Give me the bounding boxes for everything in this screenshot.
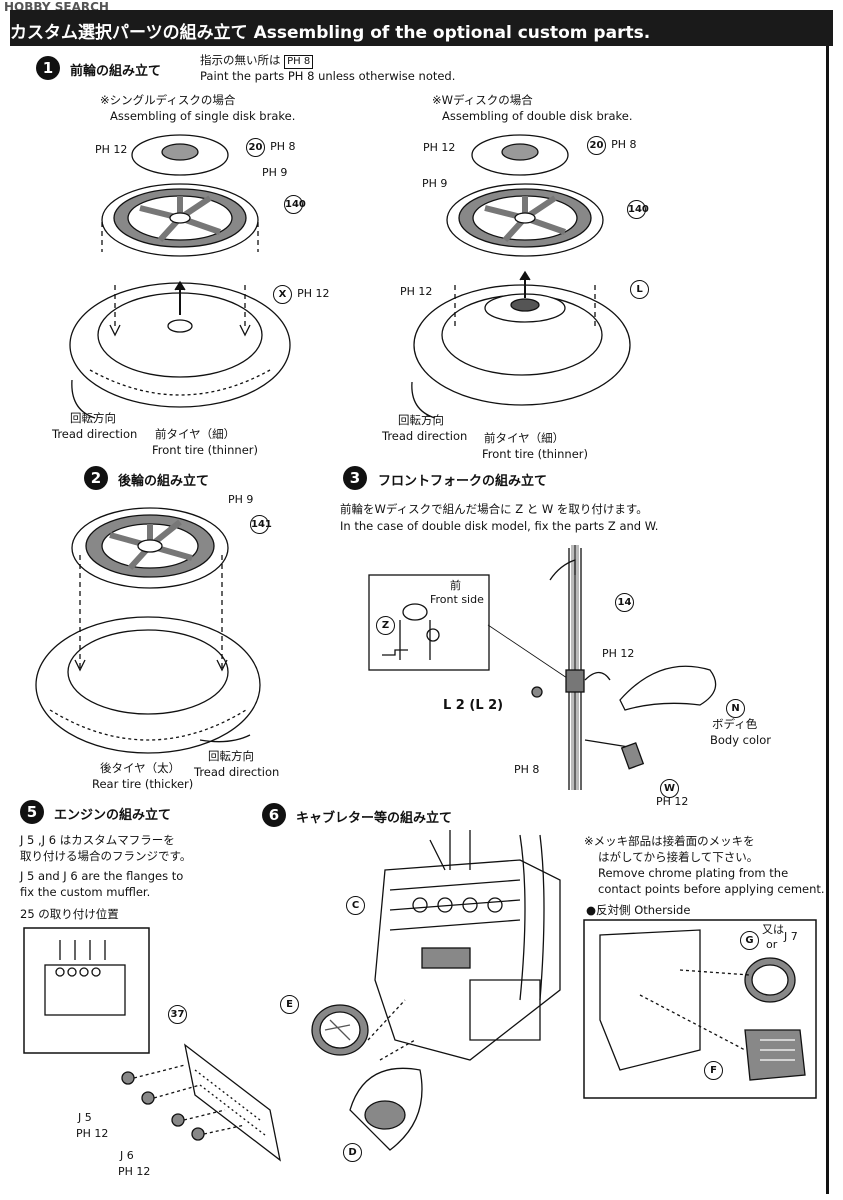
- front-side-en: Front side: [430, 593, 484, 606]
- single-tire-en: Front tire (thinner): [152, 443, 258, 457]
- step-6-note-en2: contact points before applying cement.: [598, 882, 825, 896]
- single-label-ph9: PH 9: [262, 166, 288, 179]
- fork-label-z: Z: [376, 613, 395, 635]
- fork-label-w: W: [660, 776, 679, 798]
- engine-label-e: E: [280, 992, 299, 1014]
- plate-label-37: 37: [168, 1002, 187, 1024]
- step-5-note-jp2: 取り付ける場合のフランジです。: [20, 849, 192, 863]
- front-side-jp: 前: [450, 579, 461, 592]
- step-6-note-jp1: ※メッキ部品は接着面のメッキを: [584, 834, 755, 848]
- front-fork-drawing: [368, 545, 717, 790]
- single-caption-jp: ※シングルディスクの場合: [100, 93, 236, 107]
- rear-label-141: 141: [250, 512, 272, 534]
- step-1-note-jp: 指示の無い所は PH 8: [200, 52, 314, 69]
- otherside-label: ●反対側 Otherside: [586, 903, 691, 917]
- engine-label-j7: J 7: [784, 930, 798, 943]
- step-3-note-jp: 前輪をWディスクで組んだ場合に Z と W を取り付けます。: [340, 502, 648, 516]
- muffler-flange-drawing: [23, 927, 281, 1162]
- double-tire-jp: 前タイヤ（細）: [484, 431, 565, 445]
- double-label-l: L: [630, 277, 649, 299]
- section-title: カスタム選択パーツの組み立て Assembling of the optiona…: [10, 23, 651, 43]
- flange-label-j6: J 6: [120, 1149, 134, 1162]
- engine-label-f: F: [704, 1058, 723, 1080]
- single-tire-jp: 前タイヤ（細）: [155, 427, 236, 441]
- step-6-title: キャブレター等の組み立て: [296, 811, 453, 826]
- engine-label-d: D: [343, 1140, 362, 1162]
- step-3-number: 3: [343, 466, 367, 490]
- engine-drawing: [311, 830, 817, 1151]
- single-label-140: 140: [284, 192, 306, 214]
- page-border: [826, 46, 829, 1194]
- step-2-number: 2: [84, 466, 108, 490]
- step-1-note-en: Paint the parts PH 8 unless otherwise no…: [200, 69, 456, 83]
- single-caption-en: Assembling of single disk brake.: [110, 109, 296, 123]
- single-disk-wheel-drawing: [69, 134, 291, 419]
- position-label-25: 25 の取り付け位置: [20, 907, 119, 921]
- rear-tread-jp: 回転方向: [208, 749, 254, 763]
- single-label-x: X PH 12: [273, 282, 330, 304]
- double-caption-en: Assembling of double disk brake.: [442, 109, 633, 123]
- fork-label-14: 14: [615, 590, 634, 612]
- rear-tire-jp: 後タイヤ（太）: [100, 761, 181, 775]
- step-5-note-en2: fix the custom muffler.: [20, 885, 151, 899]
- flange-label-j5: J 5: [78, 1111, 92, 1124]
- double-label-20: 20 PH 8: [587, 133, 637, 155]
- step-6-number: 6: [262, 803, 286, 827]
- step-6-note-en1: Remove chrome plating from the: [598, 866, 789, 880]
- step-5-note-en1: J 5 and J 6 are the flanges to: [20, 869, 184, 883]
- double-label-ph12b: PH 12: [400, 285, 433, 298]
- single-tread-en: Tread direction: [52, 427, 138, 441]
- double-tread-jp: 回転方向: [398, 413, 444, 427]
- fork-label-ph8: PH 8: [514, 763, 540, 776]
- step-6-note-jp2: はがしてから接着して下さい。: [598, 850, 759, 864]
- engine-label-g: G: [740, 928, 759, 950]
- flange-label-j6-ph: PH 12: [118, 1165, 151, 1178]
- step-1-number: 1: [36, 56, 60, 80]
- fork-label-ph12: PH 12: [602, 647, 635, 660]
- step-1-title: 前輪の組み立て: [70, 64, 162, 79]
- body-color-en: Body color: [710, 733, 772, 747]
- rear-tire-en: Rear tire (thicker): [92, 777, 194, 791]
- single-tread-jp: 回転方向: [70, 411, 116, 425]
- rear-tread-en: Tread direction: [194, 765, 280, 779]
- step-2-title: 後輪の組み立て: [118, 474, 210, 489]
- step-3-note-en: In the case of double disk model, fix th…: [340, 519, 659, 533]
- section-header: [10, 10, 833, 46]
- double-label-ph9: PH 9: [422, 177, 448, 190]
- single-label-ph12: PH 12: [95, 143, 128, 156]
- paint-code: PH 8: [284, 55, 314, 69]
- single-label-20: 20 PH 8: [246, 135, 296, 157]
- flange-label-j5-ph: PH 12: [76, 1127, 109, 1140]
- double-label-140: 140: [627, 197, 649, 219]
- fork-label-w-ph: PH 12: [656, 795, 689, 808]
- double-disk-wheel-drawing: [411, 134, 631, 419]
- step-3-title: フロントフォークの組み立て: [378, 474, 548, 489]
- double-caption-jp: ※Wディスクの場合: [432, 93, 533, 107]
- rear-label-ph9: PH 9: [228, 493, 254, 506]
- step-5-note-jp1: J 5 ,J 6 はカスタムマフラーを: [20, 833, 175, 847]
- step-5-number: 5: [20, 800, 44, 824]
- fork-label-l2: L 2 (L 2): [443, 698, 504, 713]
- or-en: or: [766, 938, 778, 951]
- double-label-ph12: PH 12: [423, 141, 456, 154]
- body-color-jp: ボディ色: [712, 717, 758, 731]
- double-tire-en: Front tire (thinner): [482, 447, 588, 461]
- engine-label-c: C: [346, 893, 365, 915]
- or-jp: 又は: [762, 923, 784, 936]
- double-tread-en: Tread direction: [382, 429, 468, 443]
- rear-wheel-drawing: [35, 507, 261, 754]
- step-5-title: エンジンの組み立て: [54, 808, 172, 823]
- fender-label-n: N: [726, 696, 745, 718]
